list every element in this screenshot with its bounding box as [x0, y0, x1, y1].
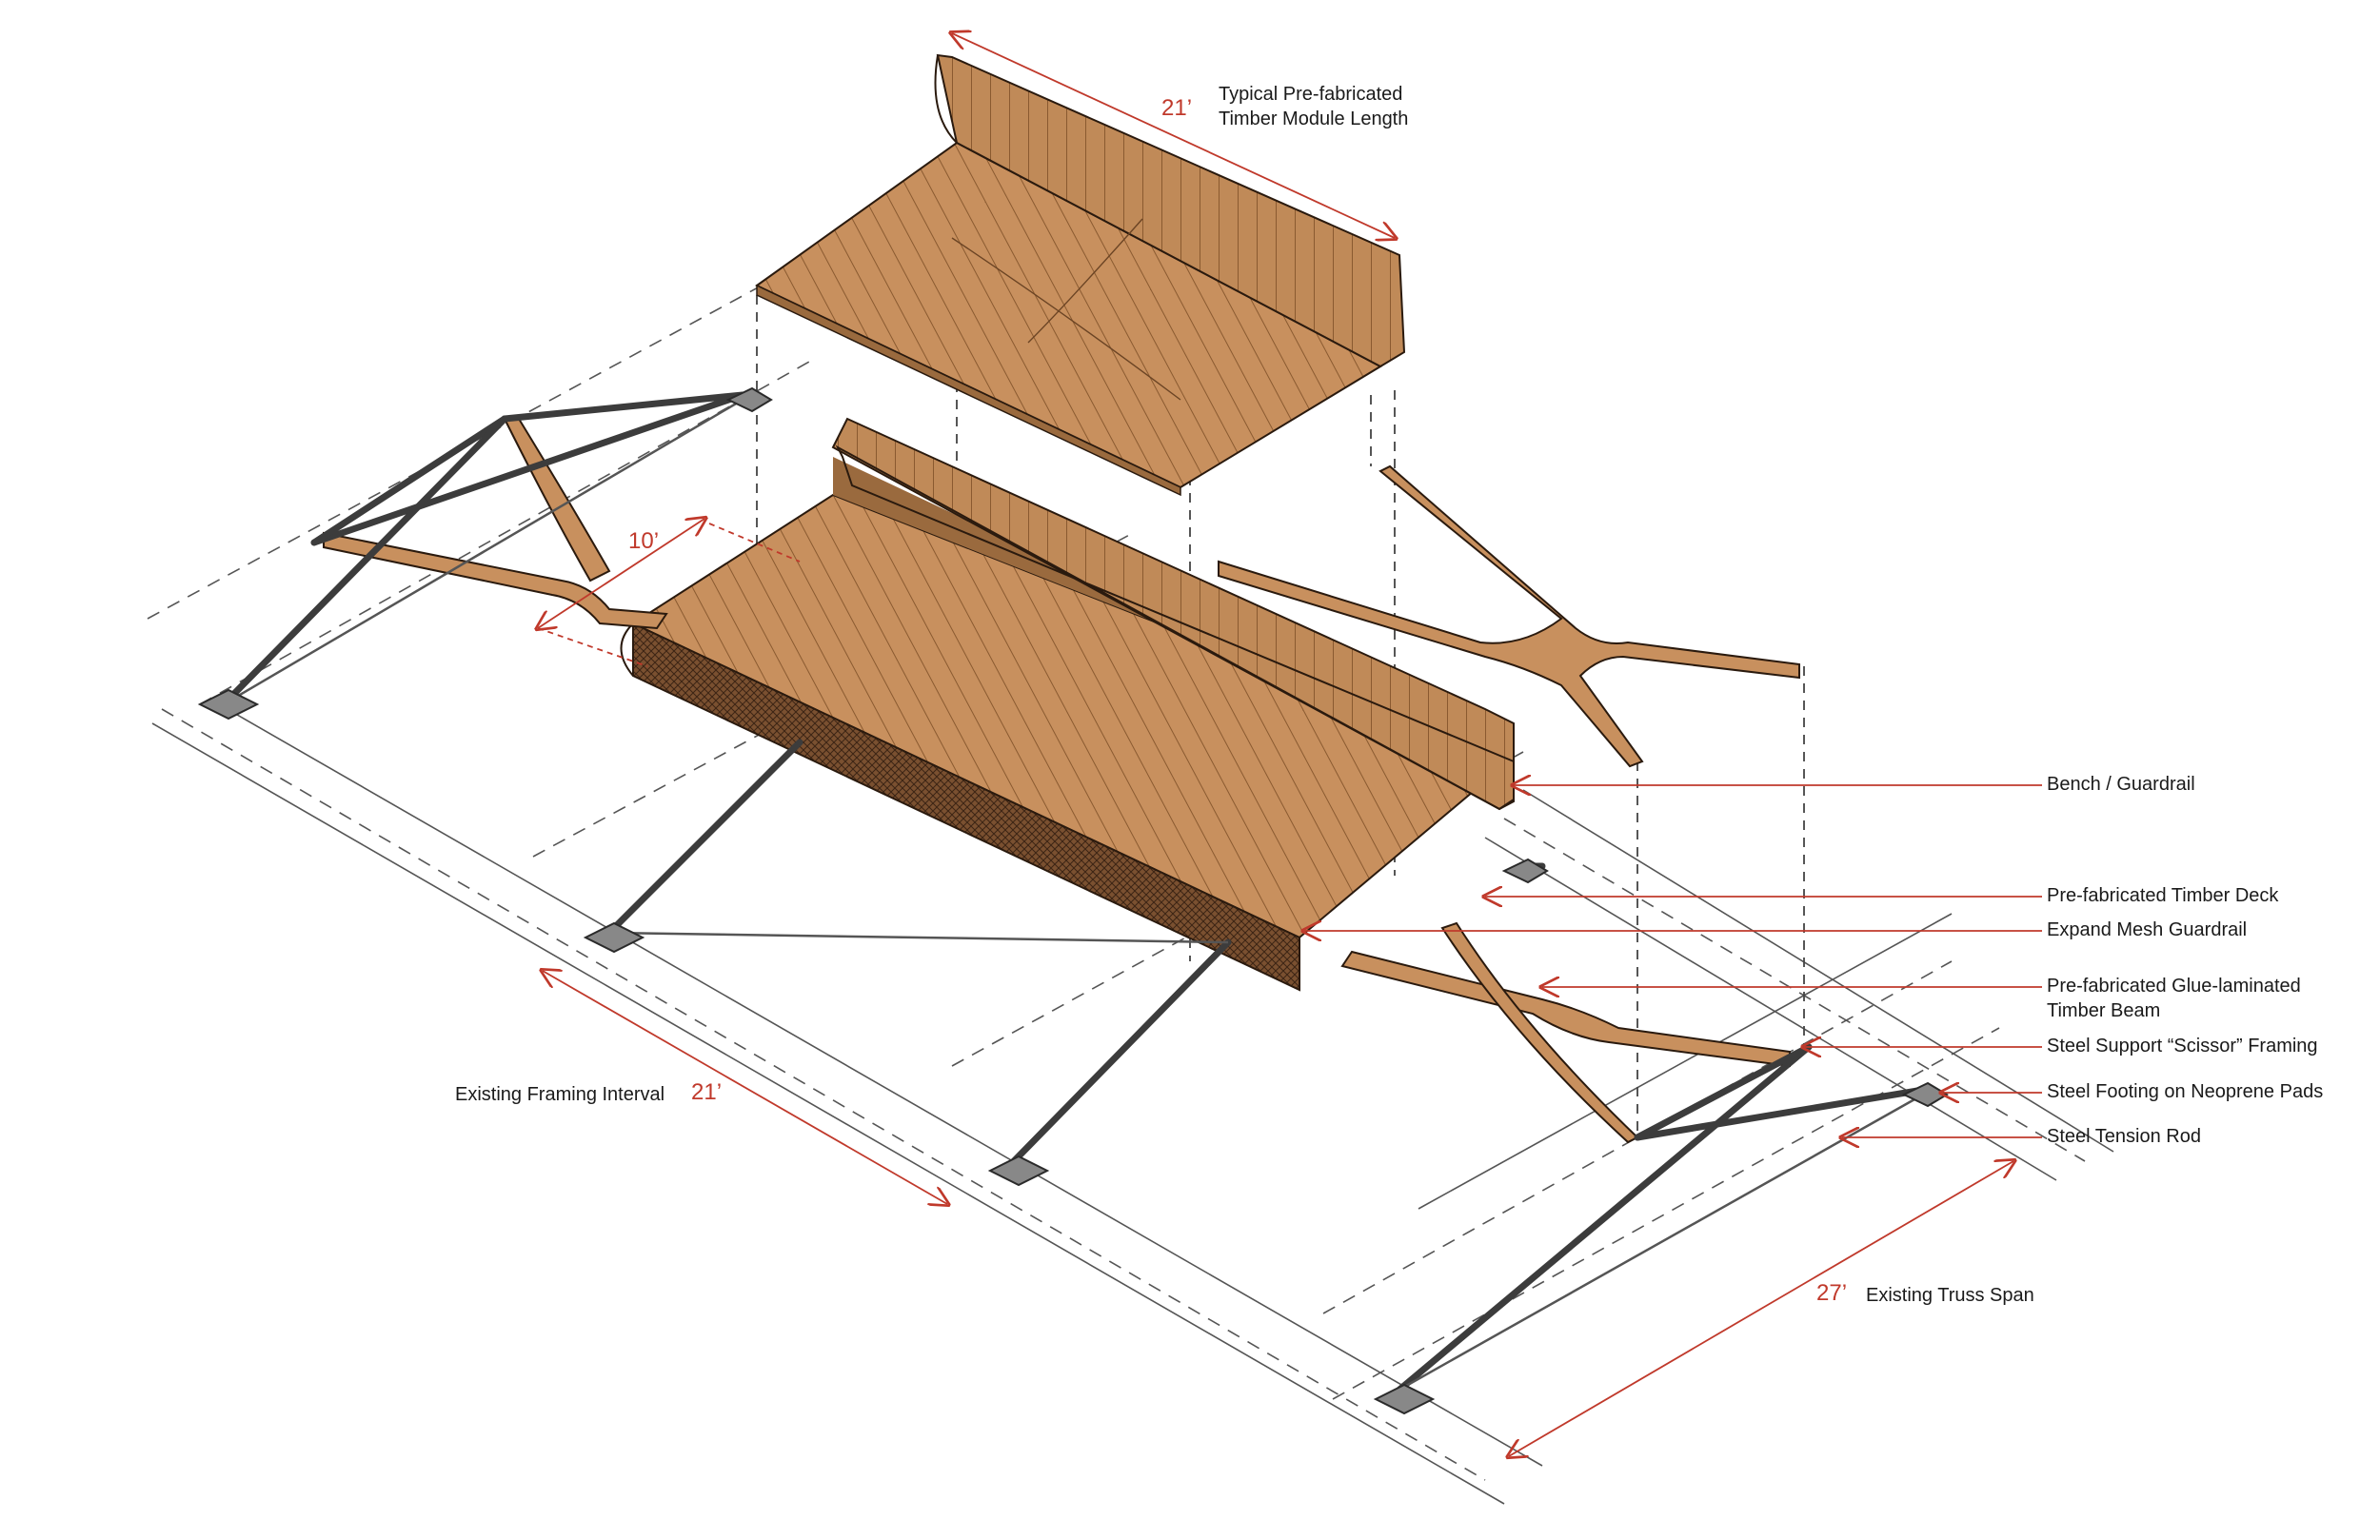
module-length-label-line2: Timber Module Length: [1219, 109, 1409, 129]
width-value: 10’: [628, 528, 660, 554]
module-length-value: 21’: [1161, 95, 1193, 121]
framing-interval-value: 21’: [691, 1079, 723, 1105]
callout-glulam-beam-line2: Timber Beam: [2047, 1000, 2161, 1021]
callout-glulam-beam: Pre-fabricated Glue-laminated Timber Bea…: [2047, 974, 2301, 1023]
callout-bench-guardrail: Bench / Guardrail: [2047, 774, 2195, 795]
exploded-timber-beam: [1218, 464, 1800, 768]
steel-footings: [197, 386, 1949, 1415]
callout-mesh-guardrail: Expand Mesh Guardrail: [2047, 919, 2248, 940]
lower-bench-assembly: [620, 417, 1515, 992]
module-length-label-line1: Typical Pre-fabricated: [1219, 84, 1403, 105]
callout-scissor-framing: Steel Support “Scissor” Framing: [2047, 1036, 2318, 1056]
callout-steel-footing: Steel Footing on Neoprene Pads: [2047, 1081, 2324, 1102]
callout-leaders: [1304, 785, 2042, 1137]
callout-timber-deck: Pre-fabricated Timber Deck: [2047, 885, 2279, 906]
callout-glulam-beam-line1: Pre-fabricated Glue-laminated: [2047, 976, 2301, 997]
truss-span-value: 27’: [1816, 1280, 1848, 1306]
steel-scissor-framing: [220, 391, 1927, 1393]
module-length-label: Typical Pre-fabricated Timber Module Len…: [1219, 82, 1408, 131]
framing-interval-label: Existing Framing Interval: [455, 1084, 665, 1105]
callout-tension-rod: Steel Tension Rod: [2047, 1126, 2201, 1147]
truss-span-label: Existing Truss Span: [1866, 1285, 2034, 1306]
dimension-lines: [538, 33, 2013, 1456]
